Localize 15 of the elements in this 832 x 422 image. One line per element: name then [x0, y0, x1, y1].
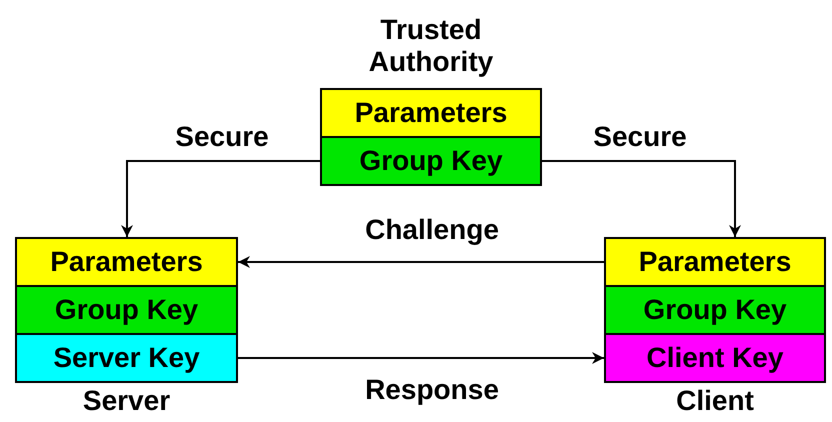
- entity-heading: Server: [82, 385, 172, 418]
- arrow: [121, 160, 320, 237]
- field-box: Group Key: [15, 285, 238, 335]
- field-box: Group Key: [604, 285, 826, 335]
- arrow: [542, 160, 741, 237]
- field-box: Parameters: [604, 237, 826, 287]
- field-box: Parameters: [320, 88, 542, 138]
- arrow: [238, 352, 604, 364]
- field-box: Server Key: [15, 333, 238, 383]
- field-box: Client Key: [604, 333, 826, 383]
- arrow: [238, 256, 604, 268]
- field-box: Parameters: [15, 237, 238, 287]
- entity-heading: Trusted Authority: [368, 14, 494, 78]
- field-box: Group Key: [320, 136, 542, 186]
- entity-heading: Client: [675, 385, 755, 418]
